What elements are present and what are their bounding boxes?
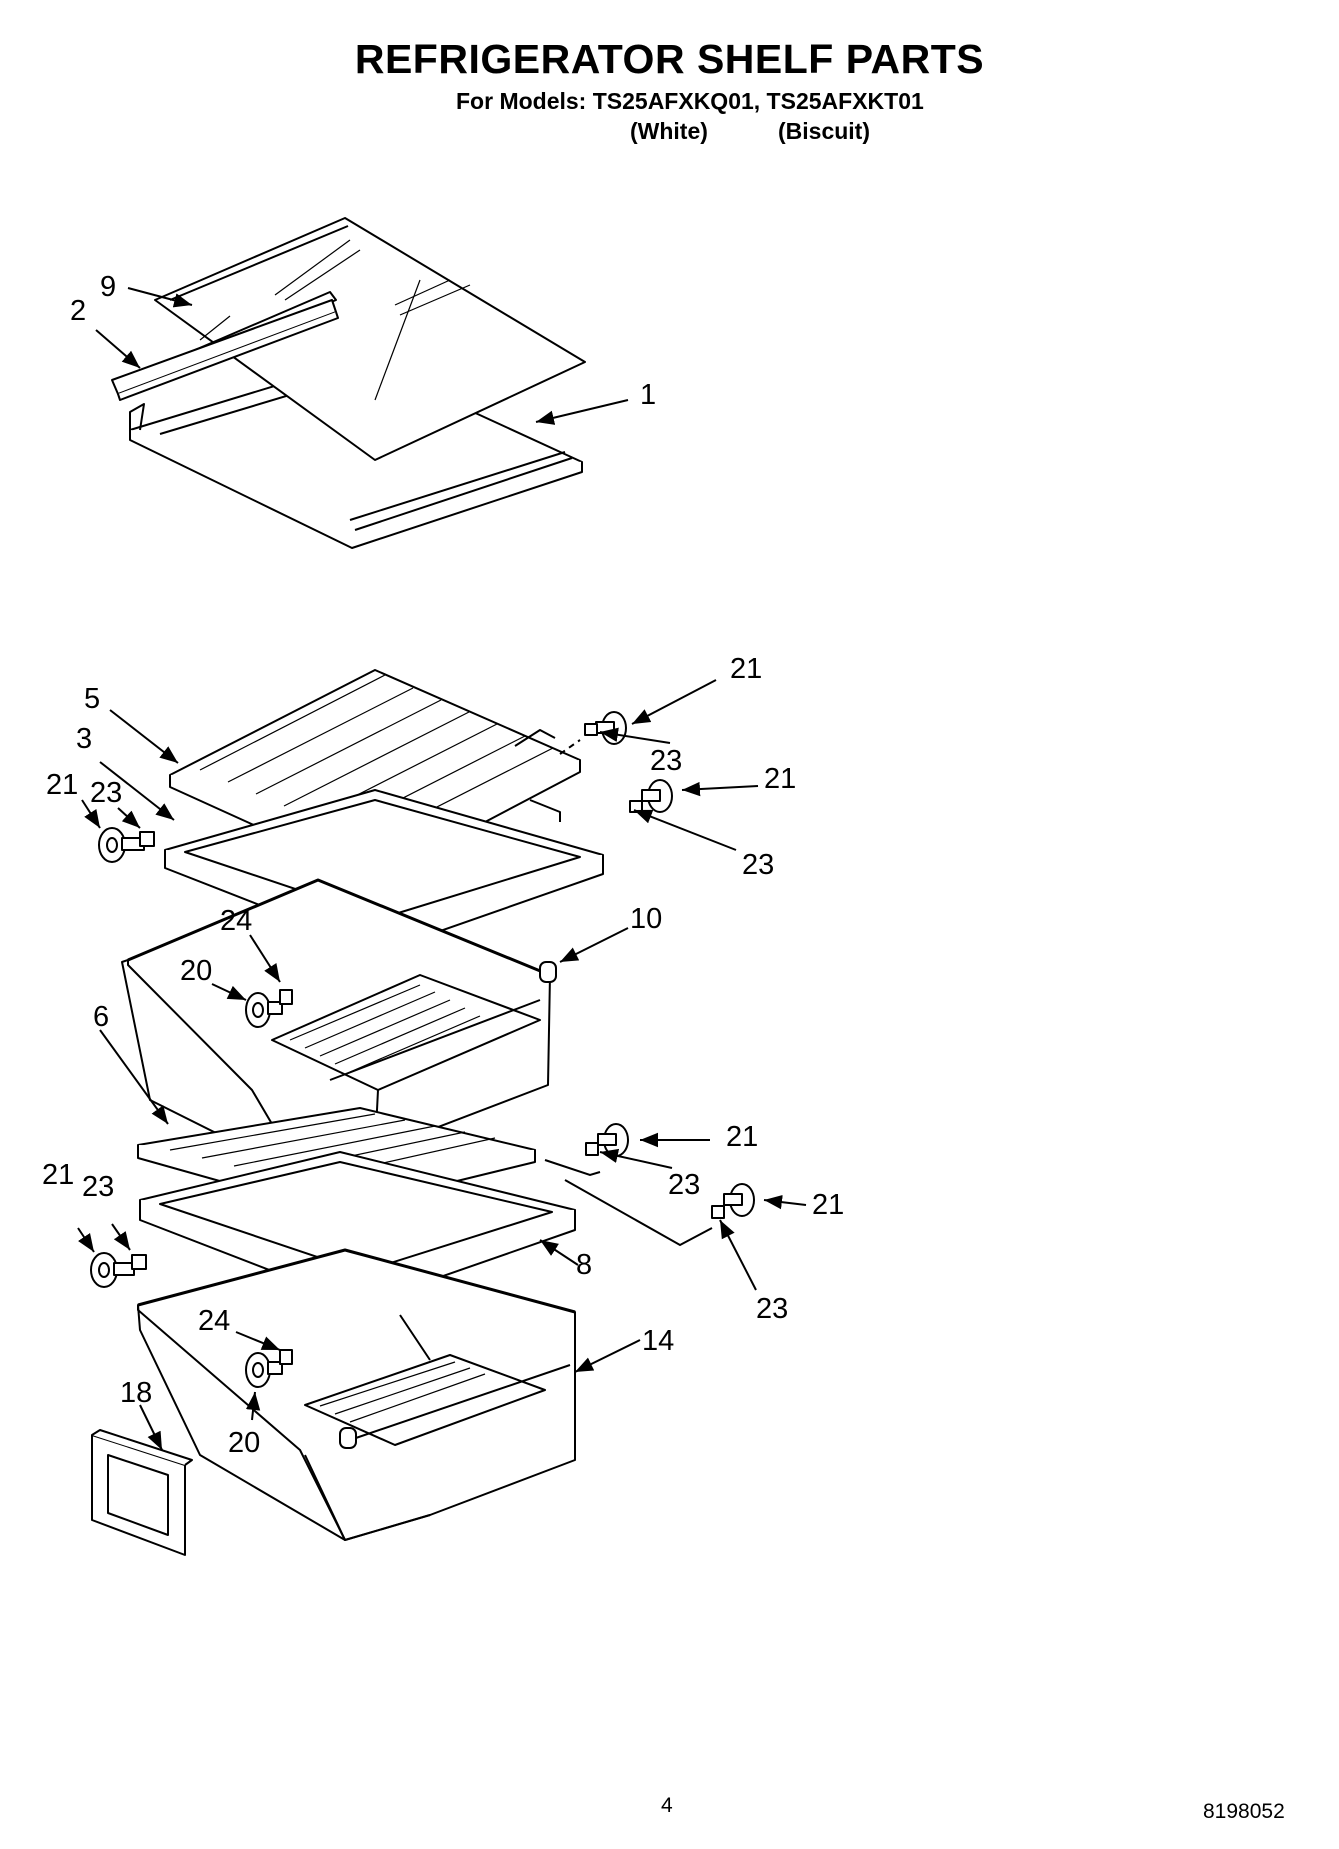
finish-white: (White) <box>630 118 708 144</box>
crisper-drawer-10 <box>121 878 557 1176</box>
slide-21-upper-left <box>98 827 145 863</box>
page-title: REFRIGERATOR SHELF PARTS <box>354 36 985 82</box>
callout-14: 14 <box>642 1325 674 1357</box>
slide-21-upper-right-a <box>595 711 627 745</box>
callout-21-lower-left: 21 <box>42 1159 74 1191</box>
slide-21-lower-right-a <box>597 1123 629 1157</box>
glass-shelf-panel <box>154 217 586 461</box>
screw-23-lower-left <box>131 1254 147 1270</box>
callout-5: 5 <box>84 683 100 715</box>
model-numbers: For Models: TS25AFXKQ01, TS25AFXKT01 <box>456 88 924 114</box>
callout-6: 6 <box>93 1001 109 1033</box>
callout-1: 1 <box>640 379 656 411</box>
callout-23-lower-left: 23 <box>82 1171 114 1203</box>
screw-23-upper-left <box>139 831 155 847</box>
drawer-wheel-20-lower <box>245 1352 283 1388</box>
callout-23-upper-left: 23 <box>90 777 122 809</box>
callout-2: 2 <box>70 295 86 327</box>
callout-23-upper-right-a: 23 <box>650 745 682 777</box>
callout-23-lower-right-a: 23 <box>668 1169 700 1201</box>
document-number: 8198052 <box>1203 1800 1285 1823</box>
slide-21-upper-right-b <box>641 779 673 813</box>
screw-23-lower-right-b <box>711 1205 725 1219</box>
callout-23-upper-right-b: 23 <box>742 849 774 881</box>
callout-20-upper: 20 <box>180 955 212 987</box>
slide-21-lower-left <box>90 1252 135 1288</box>
crisper-cover-frame-3 <box>164 789 604 953</box>
screw-23-upper-right-a <box>584 723 598 736</box>
callout-8: 8 <box>576 1249 592 1281</box>
callout-24-lower: 24 <box>198 1305 230 1337</box>
callout-21-upper-right-b: 21 <box>764 763 796 795</box>
wheel-axle-24-lower <box>279 1349 293 1365</box>
finish-biscuit: (Biscuit) <box>778 118 870 144</box>
callout-9: 9 <box>100 271 116 303</box>
wheel-axle-24-upper <box>279 989 293 1005</box>
callout-10: 10 <box>630 903 662 935</box>
callout-18: 18 <box>120 1377 152 1409</box>
callout-21-lower-right-a: 21 <box>726 1121 758 1153</box>
screw-23-lower-right-a <box>585 1142 599 1156</box>
drawer-wheel-20-upper <box>245 992 283 1028</box>
callout-21-upper-right-a: 21 <box>730 653 762 685</box>
page-number: 4 <box>661 1794 673 1817</box>
callout-3: 3 <box>76 723 92 755</box>
callout-24-upper: 24 <box>220 905 252 937</box>
callout-20-lower: 20 <box>228 1427 260 1459</box>
front-trim-2 <box>111 299 339 401</box>
callout-21-lower-right-b: 21 <box>812 1189 844 1221</box>
callout-23-lower-right-b: 23 <box>756 1293 788 1325</box>
label-holder-18 <box>91 1429 193 1556</box>
shelf-frame-1 <box>129 295 583 549</box>
slide-21-lower-right-b <box>723 1183 755 1217</box>
crisper-drawer-14 <box>137 1248 576 1541</box>
callout-21-upper-left: 21 <box>46 769 78 801</box>
